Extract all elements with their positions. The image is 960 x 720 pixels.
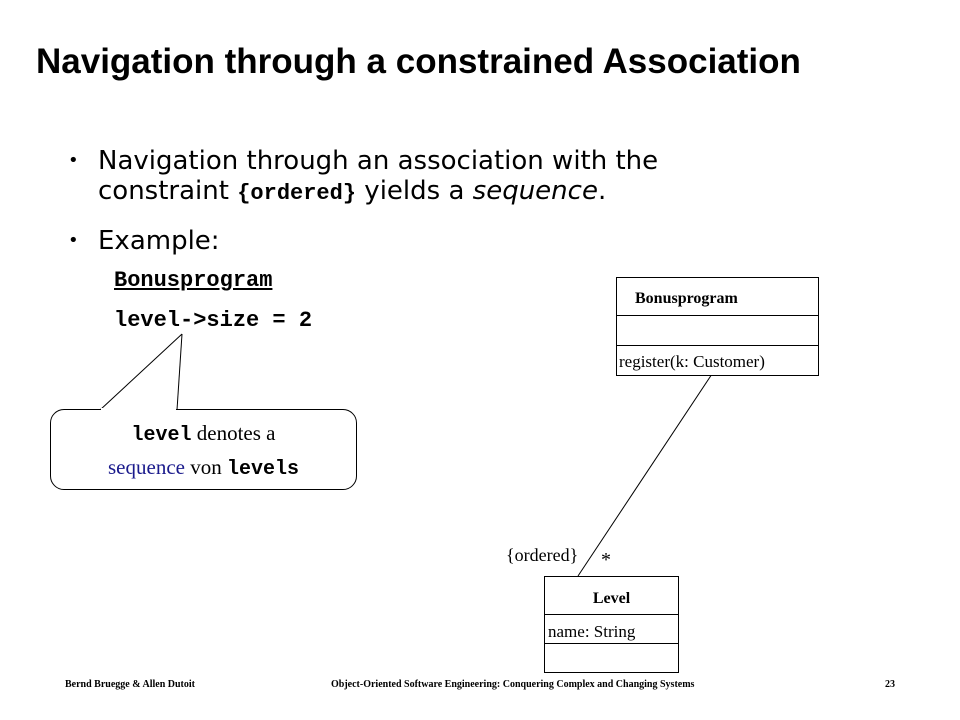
- class-level-attribute: name: String: [548, 622, 636, 641]
- callout-code-levels: levels: [226, 458, 299, 481]
- bullet-dot: •: [68, 230, 79, 251]
- association-line: [577, 373, 713, 577]
- class-bonusprogram-name: Bonusprogram: [635, 290, 738, 307]
- bullet-line-2: constraint {ordered} yields a sequence.: [98, 176, 606, 209]
- bullet-line-2-mid: yields a: [356, 176, 473, 206]
- slide-title: Navigation through a constrained Associa…: [36, 42, 801, 81]
- class-bonusprogram: Bonusprogram register(k: Customer): [616, 277, 819, 376]
- callout-bubble: level denotes a sequence von levels: [50, 409, 357, 490]
- class-bonusprogram-divider-2: [617, 345, 818, 346]
- class-level: Level name: String: [544, 576, 679, 673]
- class-bonusprogram-divider-1: [617, 315, 818, 316]
- footer-course: Object-Oriented Software Engineering: Co…: [331, 679, 695, 690]
- class-level-divider-1: [545, 614, 678, 615]
- example-label: Example:: [98, 226, 220, 256]
- ordered-code: {ordered}: [237, 181, 357, 206]
- class-level-divider-2: [545, 643, 678, 644]
- bullet-line-1: Navigation through an association with t…: [98, 146, 659, 176]
- footer-page-number: 23: [885, 679, 895, 690]
- callout-pointer-right: [176, 333, 183, 411]
- callout-pointer-left: [99, 333, 183, 411]
- callout-code-level: level: [131, 424, 192, 447]
- ordered-constraint-label: {ordered}: [506, 545, 579, 565]
- callout-text-2: von: [184, 455, 227, 479]
- callout-line-2: sequence von levels: [51, 454, 356, 483]
- bullet-line-2-pre: constraint: [98, 176, 238, 206]
- sequence-emphasis: sequence: [472, 176, 598, 206]
- class-level-name: Level: [592, 590, 631, 607]
- code-level-size: level->size = 2: [114, 308, 313, 333]
- code-bonusprogram: Bonusprogram: [114, 268, 273, 293]
- callout-sequence-text: sequence: [108, 455, 185, 479]
- bullet-dot: •: [68, 150, 79, 171]
- callout-line-1: level denotes a: [51, 420, 356, 449]
- bullet-line-2-post: .: [597, 176, 607, 206]
- callout-text-1: denotes a: [191, 421, 276, 445]
- multiplicity-label: *: [601, 549, 611, 571]
- callout-pointer-join: [101, 408, 176, 411]
- footer-authors: Bernd Bruegge & Allen Dutoit: [65, 679, 195, 690]
- class-bonusprogram-operation: register(k: Customer): [619, 352, 765, 371]
